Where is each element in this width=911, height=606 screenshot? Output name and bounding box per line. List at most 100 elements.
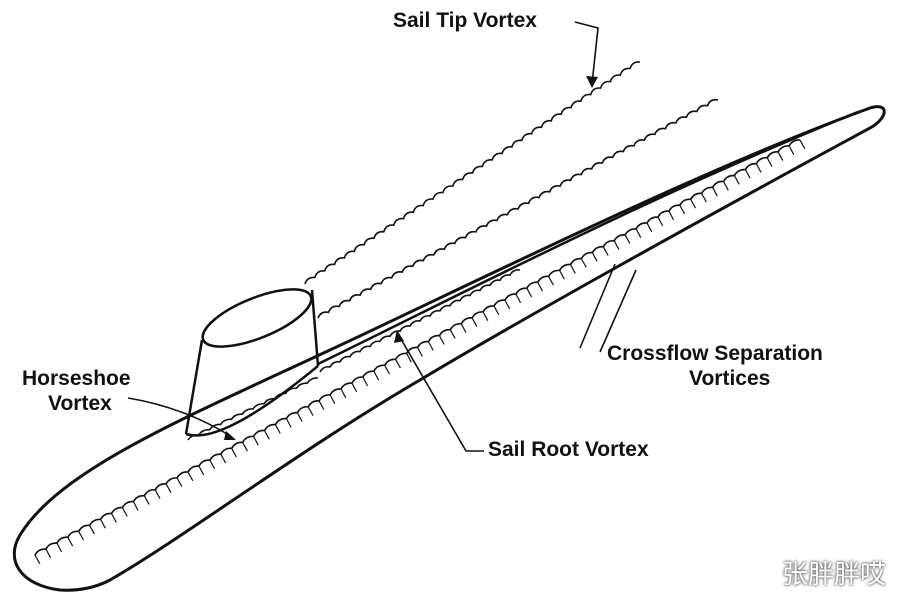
horseshoe-vortex-label-line1: Horseshoe (22, 367, 131, 390)
crossflow-vortex-line-lower-tick (624, 234, 631, 244)
crossflow-vortex-line-lower-tick (231, 448, 238, 458)
crossflow-vortex-line-lower-tick (722, 181, 729, 191)
crossflow-vortex-line-lower-tick (526, 287, 533, 298)
watermark: 张胖胖哎 (782, 560, 887, 590)
horseshoe-vortex-line (187, 377, 319, 441)
crossflow-vortex-line-lower-tick (744, 169, 751, 179)
sail-tip-vortex-line-upper (304, 61, 641, 285)
crossflow-leader-1 (579, 263, 616, 349)
crossflow-vortex-line-lower-tick (679, 204, 686, 215)
crossflow-vortex-line-lower-tick (242, 442, 248, 452)
crossflow-vortex-line-lower-tick (110, 513, 117, 523)
crossflow-vortex-line-lower-tick (493, 305, 500, 316)
crossflow-vortex-line-lower-tick (537, 282, 544, 292)
horseshoe-arrowhead (224, 431, 236, 440)
crossflow-vortex-line-lower-tick (56, 542, 63, 553)
sail-top (201, 288, 313, 348)
crossflow-vortex-line-lower-tick (384, 365, 391, 375)
crossflow-vortex-line-lower-tick (416, 347, 423, 357)
crossflow-vortex-line-lower-tick (45, 548, 52, 559)
crossflow-vortex-line-lower-tick (646, 222, 653, 233)
crossflow-vortex-line-lower-tick (318, 400, 325, 410)
crossflow-vortex-line-lower-tick (449, 329, 456, 339)
crossflow-vortex-line-lower-tick (263, 430, 270, 440)
horseshoe-vortex-label-line2: Vortex (48, 392, 112, 415)
sail-root-vortex-line (319, 269, 521, 373)
crossflow-vortex-line-lower-tick (766, 157, 773, 167)
crossflow-vortex-line-lower-tick (285, 418, 292, 428)
crossflow-vortex-line-lower-tick (668, 210, 675, 221)
sail-right-edge (310, 289, 320, 367)
crossflow-label-line2: Vortices (689, 367, 771, 390)
crossflow-vortex-line-lower-tick (143, 495, 150, 505)
crossflow-vortex-line-lower-tick (591, 252, 598, 262)
crossflow-vortex-line-lower-tick (165, 483, 172, 493)
crossflow-vortex-line-lower-tick (100, 519, 106, 529)
crossflow-vortex-line-lower-tick (34, 554, 41, 565)
crossflow-vortex-line-lower-tick (198, 465, 205, 476)
horseshoe-leader (127, 397, 233, 438)
sail-left-edge (184, 339, 204, 435)
crossflow-vortex-line-lower-tick (701, 193, 707, 203)
crossflow-vortex-line-lower-tick (690, 199, 697, 209)
crossflow-vortex-line-lower-tick (635, 228, 642, 238)
crossflow-vortex-line-lower-tick (438, 335, 445, 345)
crossflow-vortex-line-lower-tick (788, 145, 795, 155)
crossflow-vortex-line-lower-tick (548, 276, 554, 286)
crossflow-vortex-line-lower-tick (504, 299, 511, 310)
sail-tip-vortex-line-lower (317, 98, 719, 319)
sail-base (185, 365, 319, 437)
hull-upper-ridge (317, 110, 859, 366)
crossflow-vortex-line-lower-tick (340, 388, 347, 399)
crossflow-vortex-line-lower-tick (799, 139, 806, 150)
submarine-hull (12, 105, 886, 592)
crossflow-vortex-line-lower-tick (209, 459, 216, 470)
crossflow-vortex-line-lower-tick (121, 507, 128, 517)
crossflow-vortex-line-lower-tick (78, 531, 85, 541)
crossflow-label-line1: Crossflow Separation (607, 342, 823, 365)
crossflow-vortex-line-lower-tick (395, 359, 401, 369)
crossflow-vortex-line-lower-tick (427, 341, 434, 351)
crossflow-vortex-line-lower-tick (253, 436, 259, 446)
sail-root-leader (397, 333, 484, 452)
crossflow-vortex-line-lower-tick (777, 151, 784, 161)
vortex-group (34, 61, 806, 565)
sail-tip-leader (574, 21, 599, 85)
crossflow-vortex-line-lower-tick (712, 187, 718, 197)
crossflow-vortex-line-lower-tick (176, 477, 183, 487)
sail-tip-arrowhead (586, 76, 598, 88)
crossflow-vortex-line-lower-tick (373, 370, 380, 381)
crossflow-vortex-line-lower-tick (220, 453, 227, 464)
crossflow-vortex-line-lower-tick (89, 525, 95, 535)
sail-tip-vortex-label: Sail Tip Vortex (393, 9, 537, 32)
crossflow-vortex-line-lower-tick (569, 264, 576, 274)
crossflow-vortex-line-lower-tick (67, 536, 74, 547)
leader-lines (127, 21, 637, 452)
crossflow-leader-2 (599, 269, 637, 353)
crossflow-vortex-line-lower-tick (515, 293, 522, 304)
crossflow-vortex-line-lower-tick (296, 412, 303, 422)
crossflow-vortex-line-lower-tick (406, 353, 412, 363)
sail-root-vortex-label: Sail Root Vortex (488, 438, 649, 461)
crossflow-vortex-line-lower-tick (351, 382, 358, 393)
crossflow-vortex-line-lower-tick (132, 501, 139, 511)
crossflow-vortex-line-lower-tick (471, 317, 478, 327)
crossflow-vortex-line-lower-tick (559, 270, 565, 280)
crossflow-vortex-line-lower-tick (733, 175, 740, 185)
crossflow-vortex-line-lower-tick (274, 424, 281, 434)
crossflow-vortex-line-lower-tick (154, 489, 161, 499)
crossflow-vortex-line-lower-tick (482, 311, 489, 321)
crossflow-vortex-line-lower-tick (307, 406, 314, 416)
crossflow-vortex-line-lower-tick (329, 394, 336, 404)
crossflow-vortex-line-lower-tick (187, 471, 194, 482)
crossflow-vortex-line-lower-tick (602, 246, 609, 256)
crossflow-vortex-line-lower-tick (657, 216, 664, 227)
crossflow-vortex-line-lower-tick (460, 323, 467, 333)
sail-root-arrowhead (394, 330, 404, 343)
crossflow-vortex-line-lower-tick (362, 376, 369, 387)
crossflow-vortex-line-lower-tick (755, 163, 762, 173)
crossflow-vortex-line-lower-tick (613, 240, 620, 250)
crossflow-vortex-line-lower-tick (580, 258, 587, 268)
